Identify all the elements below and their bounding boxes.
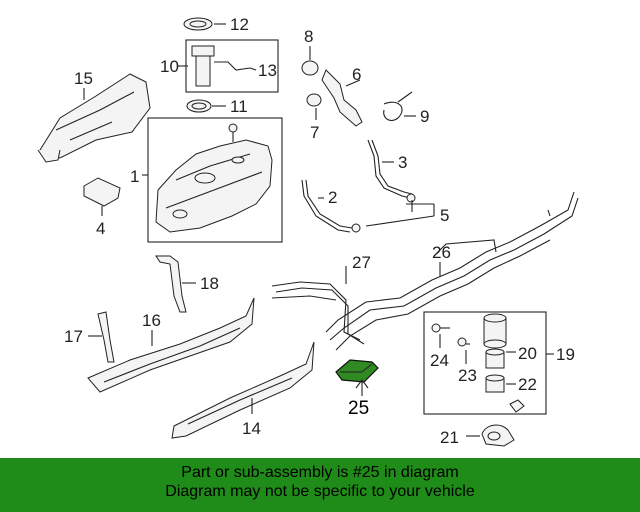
bracket-part-4[interactable] bbox=[83, 177, 121, 216]
parts-diagram: 12 10 13 11 15 1 4 8 6 7 9 3 2 5 18 17 1… bbox=[37, 15, 579, 447]
callout-24: 24 bbox=[430, 351, 449, 370]
callout-12: 12 bbox=[230, 15, 249, 34]
callout-27: 27 bbox=[352, 253, 371, 272]
callout-22: 22 bbox=[518, 375, 537, 394]
clamp-part-21[interactable] bbox=[466, 424, 515, 447]
callout-2: 2 bbox=[328, 188, 337, 207]
tank-straps[interactable] bbox=[301, 139, 435, 233]
fuel-lines[interactable] bbox=[271, 191, 579, 351]
callout-16: 16 bbox=[142, 311, 161, 330]
fuel-pump-assembly[interactable] bbox=[178, 17, 279, 113]
filter-assembly[interactable] bbox=[423, 311, 554, 415]
callout-19: 19 bbox=[556, 345, 575, 364]
callout-7: 7 bbox=[310, 123, 319, 142]
callout-3: 3 bbox=[398, 153, 407, 172]
callout-26: 26 bbox=[432, 243, 451, 262]
callout-5: 5 bbox=[440, 206, 449, 225]
filler-pipe-assembly[interactable] bbox=[301, 46, 416, 127]
callout-15: 15 bbox=[74, 69, 93, 88]
heat-shield[interactable] bbox=[37, 73, 151, 163]
callout-17: 17 bbox=[64, 327, 83, 346]
callout-1: 1 bbox=[130, 167, 139, 186]
callout-25: 25 bbox=[348, 398, 369, 419]
callout-23: 23 bbox=[458, 366, 477, 385]
skid-plate-parts[interactable] bbox=[87, 255, 315, 439]
callout-9: 9 bbox=[420, 107, 429, 126]
callout-13: 13 bbox=[258, 61, 277, 80]
fuel-tank[interactable] bbox=[142, 117, 283, 243]
callout-6: 6 bbox=[352, 65, 361, 84]
callout-21: 21 bbox=[440, 428, 459, 447]
callout-14: 14 bbox=[242, 419, 261, 438]
callout-20: 20 bbox=[518, 344, 537, 363]
callout-18: 18 bbox=[200, 274, 219, 293]
callout-4: 4 bbox=[96, 219, 105, 238]
callout-11: 11 bbox=[230, 97, 248, 116]
banner-line-2: Diagram may not be specific to your vehi… bbox=[165, 483, 475, 500]
part-25-highlighted[interactable] bbox=[335, 359, 379, 396]
callout-10: 10 bbox=[160, 57, 179, 76]
info-banner: Part or sub-assembly is #25 in diagram D… bbox=[0, 458, 640, 512]
callout-8: 8 bbox=[304, 27, 313, 46]
banner-line-1: Part or sub-assembly is #25 in diagram bbox=[181, 464, 459, 481]
